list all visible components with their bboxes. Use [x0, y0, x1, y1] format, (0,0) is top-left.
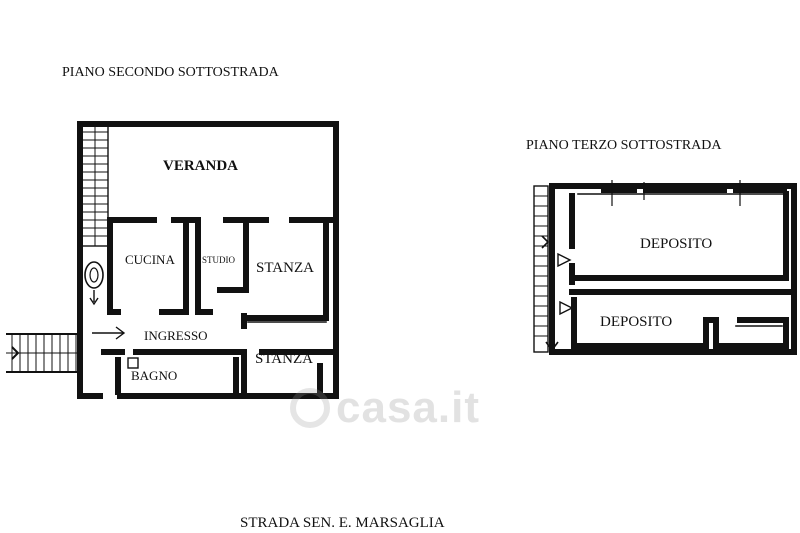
outer-wall	[105, 121, 339, 399]
third-basement-plan: DEPOSITO DEPOSITO	[533, 180, 797, 355]
stairs-north	[79, 123, 109, 247]
label-deposito-1: DEPOSITO	[640, 236, 712, 252]
stairs-west	[6, 333, 80, 373]
watermark-logo: casa.it	[290, 382, 540, 434]
label-deposito-2: DEPOSITO	[600, 314, 672, 330]
stairs-east	[533, 185, 559, 353]
watermark-circle-icon	[290, 388, 330, 428]
label-veranda: VERANDA	[163, 158, 238, 174]
spiral-stair-icon	[84, 261, 104, 306]
label-stanza-1: STANZA	[256, 260, 314, 276]
title-third-basement: PIANO TERZO SOTTOSTRADA	[526, 138, 722, 153]
label-bagno: BAGNO	[131, 368, 177, 383]
street-label: STRADA SEN. E. MARSAGLIA	[240, 515, 445, 531]
watermark-text: casa.it	[336, 383, 480, 432]
second-basement-plan: VERANDA CUCINA STUDIO STANZA INGRESSO ST…	[6, 121, 339, 399]
title-second-basement: PIANO SECONDO SOTTOSTRADA	[62, 65, 280, 80]
label-ingresso: INGRESSO	[144, 328, 208, 343]
label-cucina: CUCINA	[125, 252, 175, 267]
outer-wall-west	[77, 121, 111, 399]
entrance-arrow-icon	[92, 326, 126, 340]
label-studio: STUDIO	[202, 255, 235, 265]
label-stanza-2: STANZA	[255, 351, 313, 367]
